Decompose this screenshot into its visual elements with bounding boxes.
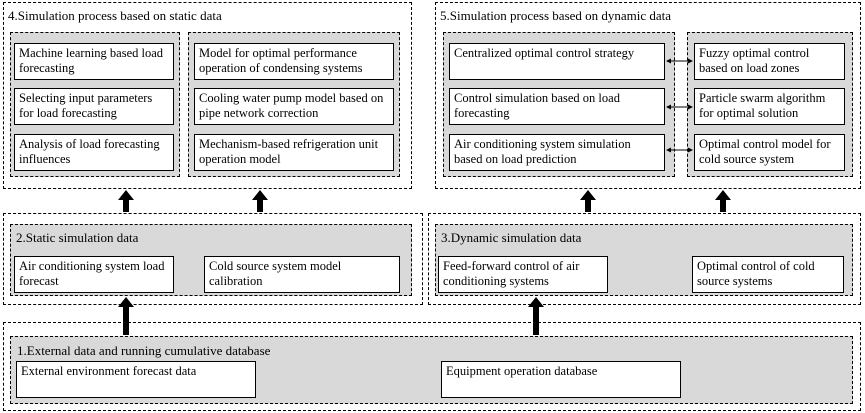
- panel-dynamic-process-title: 5.Simulation process based on dynamic da…: [440, 8, 672, 23]
- refrigeration-unit-model-box: Mechanism-based refrigeration unit opera…: [194, 134, 394, 171]
- equipment-operation-database-box: Equipment operation database: [441, 361, 681, 398]
- arrow-up-external-to-static-data: [118, 297, 134, 335]
- panel-external-data-title: 1.External data and running cumulative d…: [17, 343, 271, 358]
- control-simulation-box: Control simulation based on load forecas…: [449, 88, 665, 125]
- cold-source-model-box: Optimal control model for cold source sy…: [694, 134, 845, 171]
- arrow-up-static-data-to-process-left: [118, 190, 134, 212]
- condensing-system-model-box: Model for optimal performance operation …: [194, 43, 394, 80]
- arrow-up-static-data-to-process-right: [252, 190, 268, 212]
- feed-forward-control-box: Feed-forward control of air conditioning…: [438, 256, 608, 293]
- input-parameters-box: Selecting input parameters for load fore…: [14, 88, 174, 125]
- panel-static-data-title: 2.Static simulation data: [16, 230, 139, 245]
- cold-source-calibration-box: Cold source system model calibration: [204, 256, 400, 293]
- panel-dynamic-data-title: 3.Dynamic simulation data: [441, 230, 582, 245]
- ml-load-forecasting-box: Machine learning based load forecasting: [14, 43, 174, 80]
- arrow-up-external-to-dynamic-data: [528, 297, 544, 335]
- forecast-influences-box: Analysis of load forecasting influences: [14, 134, 174, 171]
- centralized-control-box: Centralized optimal control strategy: [449, 43, 665, 80]
- fuzzy-control-box: Fuzzy optimal control based on load zone…: [694, 43, 845, 80]
- cooling-pump-model-box: Cooling water pump model based on pipe n…: [194, 88, 394, 125]
- panel-static-process-title: 4.Simulation process based on static dat…: [8, 8, 222, 23]
- external-forecast-data-box: External environment forecast data: [16, 361, 256, 398]
- arrow-up-dynamic-data-to-process-left: [580, 190, 596, 212]
- ac-load-forecast-box: Air conditioning system load forecast: [14, 256, 174, 293]
- optimal-cold-source-box: Optimal control of cold source systems: [692, 256, 844, 293]
- particle-swarm-box: Particle swarm algorithm for optimal sol…: [694, 88, 845, 125]
- ac-simulation-box: Air conditioning system simulation based…: [449, 134, 665, 171]
- arrow-up-dynamic-data-to-process-right: [715, 190, 731, 212]
